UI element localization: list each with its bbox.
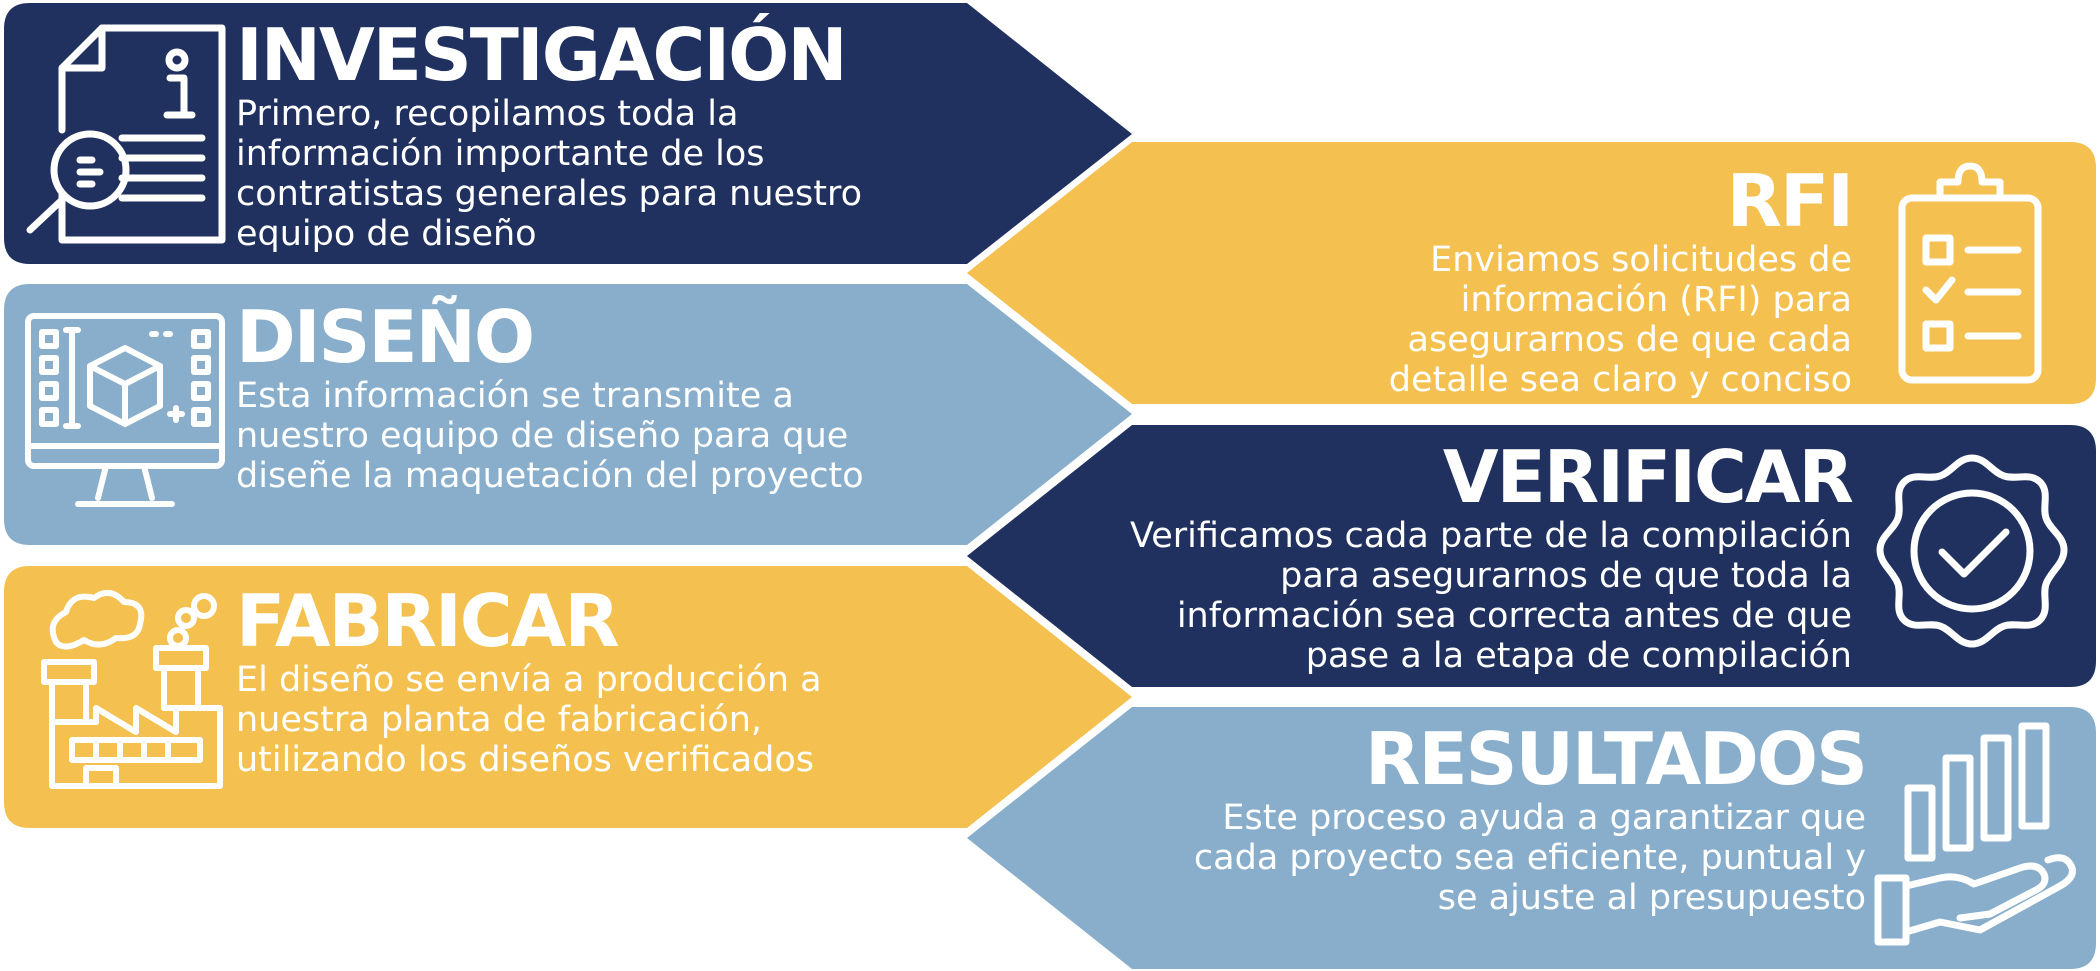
step-verificar: VERIFICAR Verificamos cada parte de la c… bbox=[1130, 435, 1854, 676]
desc-line: diseñe la maquetación del proyecto bbox=[236, 456, 864, 496]
step-description: Verificamos cada parte de la compilación… bbox=[1130, 516, 1852, 676]
step-title: DISEÑO bbox=[236, 295, 535, 379]
step-description: Esta información se transmite a nuestro … bbox=[236, 376, 864, 496]
desc-line: Verificamos cada parte de la compilación bbox=[1130, 516, 1852, 556]
step-description: Este proceso ayuda a garantizar que cada… bbox=[1194, 798, 1866, 918]
desc-line: contratistas generales para nuestro bbox=[236, 174, 863, 214]
desc-line: Enviamos solicitudes de bbox=[1430, 240, 1852, 280]
desc-line: Primero, recopilamos toda la bbox=[236, 94, 739, 134]
arrow-investigacion bbox=[4, 3, 1132, 264]
step-title: VERIFICAR bbox=[1442, 435, 1854, 519]
desc-line: cada proyecto sea eficiente, puntual y bbox=[1193, 838, 1866, 878]
step-title: INVESTIGACIÓN bbox=[236, 13, 848, 97]
desc-line: utilizando los diseños verificados bbox=[236, 740, 814, 780]
desc-line: Esta información se transmite a bbox=[236, 376, 794, 416]
step-description: Enviamos solicitudes de información (RFI… bbox=[1389, 240, 1852, 400]
step-description: El diseño se envía a producción a nuestr… bbox=[236, 660, 822, 780]
arrow-verificar bbox=[967, 425, 2096, 687]
desc-line: asegurarnos de que cada bbox=[1407, 320, 1852, 360]
arrow-rfi bbox=[967, 142, 2096, 404]
desc-line: para asegurarnos de que toda la bbox=[1280, 556, 1852, 596]
desc-line: se ajuste al presupuesto bbox=[1437, 878, 1866, 918]
clipboard-checklist-icon bbox=[1890, 160, 2050, 390]
step-rfi: RFI Enviamos solicitudes de información … bbox=[1389, 159, 1854, 400]
document-search-icon bbox=[22, 20, 232, 250]
desc-line: información importante de los bbox=[236, 134, 765, 174]
step-title: RFI bbox=[1726, 159, 1854, 243]
arrow-fabricar bbox=[4, 566, 1132, 828]
desc-line: equipo de diseño bbox=[236, 214, 537, 254]
step-fabricar: FABRICAR El diseño se envía a producción… bbox=[236, 582, 822, 780]
step-resultados: RESULTADOS Este proceso ayuda a garantiz… bbox=[1194, 717, 1868, 918]
step-investigacion: INVESTIGACIÓN Primero, recopilamos toda … bbox=[236, 16, 862, 254]
factory-icon bbox=[36, 582, 236, 792]
desc-line: información (RFI) para bbox=[1460, 280, 1852, 320]
step-description: Primero, recopilamos toda la información… bbox=[236, 94, 862, 254]
desc-line: El diseño se envía a producción a bbox=[236, 660, 822, 700]
desc-line: Este proceso ayuda a garantizar que bbox=[1222, 798, 1866, 838]
monitor-3d-design-icon bbox=[20, 308, 230, 518]
step-title: FABRICAR bbox=[236, 579, 620, 663]
arrow-diseno bbox=[4, 284, 1132, 545]
hand-growth-chart-icon bbox=[1870, 718, 2086, 948]
arrow-resultados bbox=[967, 707, 2096, 969]
desc-line: detalle sea claro y conciso bbox=[1388, 360, 1852, 400]
step-title: RESULTADOS bbox=[1365, 717, 1868, 801]
desc-line: nuestra planta de fabricación, bbox=[236, 700, 763, 740]
desc-line: información sea correcta antes de que bbox=[1176, 596, 1852, 636]
desc-line: nuestro equipo de diseño para que bbox=[236, 416, 849, 456]
desc-line: pase a la etapa de compilación bbox=[1305, 636, 1852, 676]
step-diseno: DISEÑO Esta información se transmite a n… bbox=[236, 298, 864, 496]
verified-badge-icon bbox=[1864, 448, 2080, 664]
